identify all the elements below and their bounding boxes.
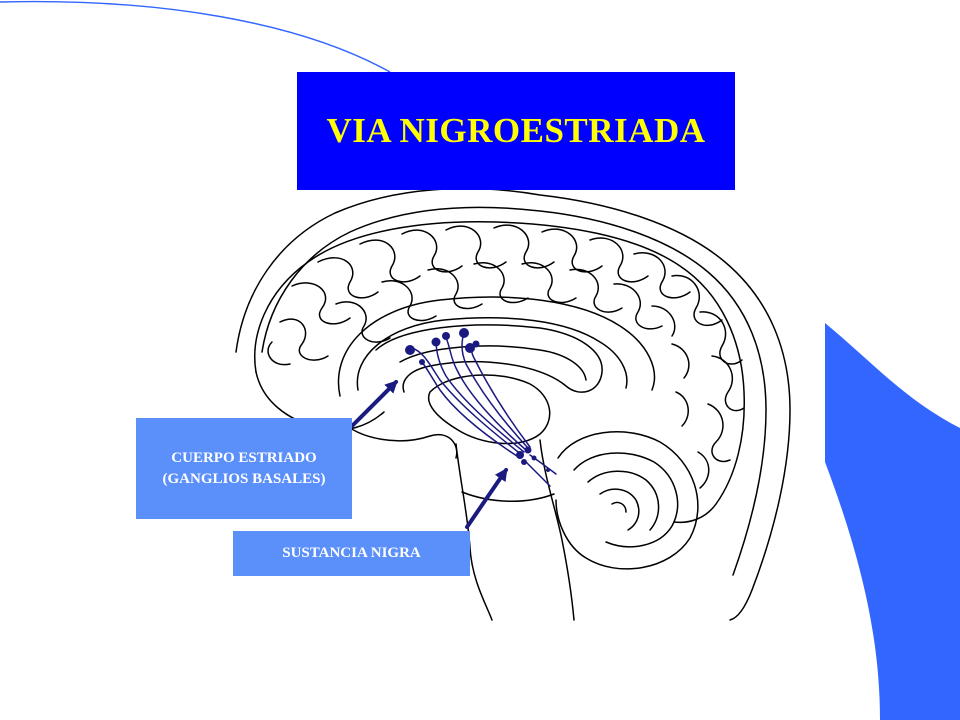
pathway-fiber (445, 337, 527, 451)
pathway-fiber (421, 361, 521, 459)
nigra-label: SUSTANCIA NIGRA (282, 545, 421, 561)
pathway-fiber (411, 347, 523, 456)
striatum-label-line2: (GANGLIOS BASALES) (162, 470, 326, 487)
pathway-fiber (435, 339, 525, 453)
skull-outline (235, 187, 791, 621)
slide-title: VIA NIGROESTRIADA (326, 111, 706, 150)
terminal-cluster (465, 343, 475, 353)
terminal-cluster (472, 340, 480, 348)
top-left-arc-decoration (0, 0, 391, 73)
pathway-fiber (461, 331, 529, 449)
striatum-label-box: CUERPO ESTRIADO (GANGLIOS BASALES) (136, 418, 352, 519)
arrow-icon (465, 467, 508, 529)
pathway-terminals (405, 328, 550, 472)
nigra-cluster (516, 451, 524, 459)
terminal-cluster (419, 359, 425, 365)
thalamus (427, 374, 551, 445)
nigra-cluster (521, 459, 527, 465)
nigra-cluster (524, 446, 532, 454)
arrow-icon (350, 380, 398, 428)
inner-skull-outline (261, 206, 767, 576)
brainstem-back (539, 439, 575, 621)
cerebral-cortex-outline (254, 221, 745, 524)
terminal-cluster (405, 345, 415, 355)
terminal-cluster (442, 332, 450, 340)
terminal-cluster (459, 328, 469, 338)
right-swoosh-decoration (825, 323, 960, 720)
cingulate-gyrus (337, 296, 656, 397)
pathway-fiber (470, 343, 531, 448)
cingulate-sulcus (356, 317, 628, 391)
temporal-lobe (339, 419, 458, 459)
nigra-cluster (531, 455, 537, 461)
striatum-label-line1: CUERPO ESTRIADO (171, 449, 317, 466)
pons (461, 491, 555, 502)
corpus-callosum-underside (399, 345, 587, 381)
nigra-label-box: SUSTANCIA NIGRA (233, 531, 470, 576)
cerebellum (555, 431, 699, 570)
nigra-cluster (546, 468, 550, 472)
title-banner: VIA NIGROESTRIADA (297, 72, 735, 190)
terminal-cluster (431, 337, 441, 347)
